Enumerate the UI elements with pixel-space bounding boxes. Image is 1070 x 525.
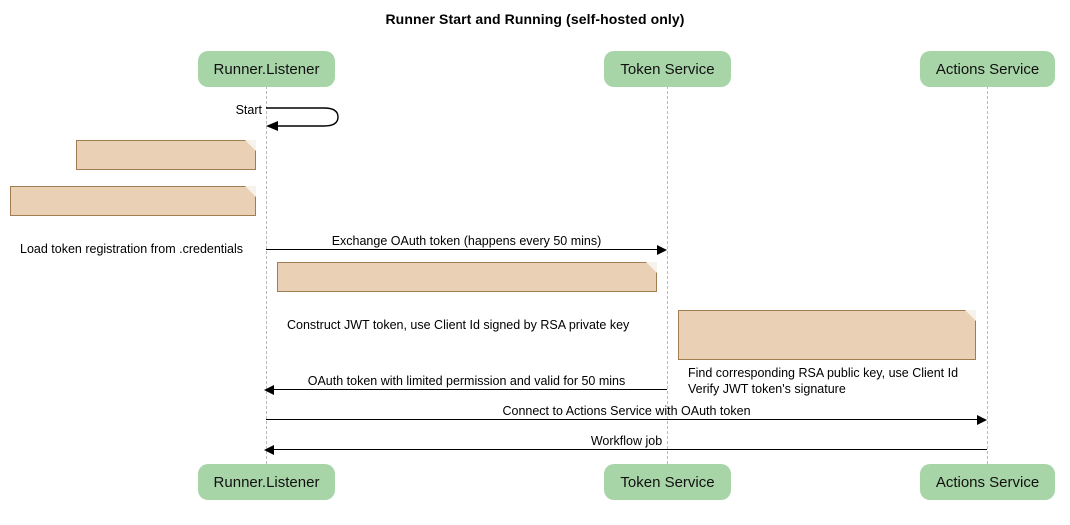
message-label-exchange-oauth-token: Exchange OAuth token (happens every 50 m… (331, 234, 602, 248)
participant-label: Token Service (620, 473, 715, 491)
message-arrowhead-oauth-token-returned (264, 384, 274, 395)
message-label-connect-to-actions-service: Connect to Actions Service with OAuth to… (502, 404, 751, 418)
message-line-exchange-oauth-token (266, 249, 659, 250)
participant-token-service-bottom[interactable]: Token Service (604, 464, 731, 500)
participant-label: Actions Service (935, 473, 1040, 491)
note-load-config-info: Load config info from .runner (76, 140, 256, 210)
message-arrowhead-workflow-job (264, 444, 274, 455)
participant-label: Runner.Listener (213, 473, 320, 491)
lifeline-runner (266, 86, 267, 464)
lifeline-actions (987, 86, 988, 464)
note-load-token-registration: Load token registration from .credential… (10, 186, 256, 256)
note-fold-edge-icon (964, 310, 976, 322)
participant-runner-listener-top[interactable]: Runner.Listener (198, 51, 335, 87)
message-label-start: Start (235, 103, 262, 117)
self-call-start (266, 107, 339, 131)
message-line-connect-to-actions-service (266, 419, 979, 420)
message-line-workflow-job (274, 449, 987, 450)
message-arrowhead-exchange-oauth-token (657, 244, 667, 255)
diagram-title: Runner Start and Running (self-hosted on… (385, 11, 685, 27)
message-label-oauth-token-returned: OAuth token with limited permission and … (307, 374, 626, 388)
message-line-oauth-token-returned (274, 389, 667, 390)
note-fold-edge-icon (244, 186, 256, 198)
participant-actions-service-bottom[interactable]: Actions Service (920, 464, 1055, 500)
participant-runner-listener-bottom[interactable]: Runner.Listener (198, 464, 335, 500)
lifeline-token (667, 86, 668, 464)
note-text: Load token registration from .credential… (20, 242, 244, 256)
participant-actions-service-top[interactable]: Actions Service (920, 51, 1055, 87)
participant-label: Token Service (620, 60, 715, 78)
message-arrowhead-connect-to-actions-service (977, 414, 987, 425)
participant-token-service-top[interactable]: Token Service (604, 51, 731, 87)
note-verify-jwt-signature: Find corresponding RSA public key, use C… (678, 310, 976, 396)
note-text: Find corresponding RSA public key, use C… (688, 366, 959, 396)
note-fold-edge-icon (244, 140, 256, 152)
participant-label: Actions Service (935, 60, 1040, 78)
note-fold-edge-icon (645, 262, 657, 274)
note-text: Construct JWT token, use Client Id signe… (287, 318, 630, 332)
message-label-workflow-job: Workflow job (590, 434, 663, 448)
note-construct-jwt-token: Construct JWT token, use Client Id signe… (277, 262, 657, 332)
participant-label: Runner.Listener (213, 60, 320, 78)
